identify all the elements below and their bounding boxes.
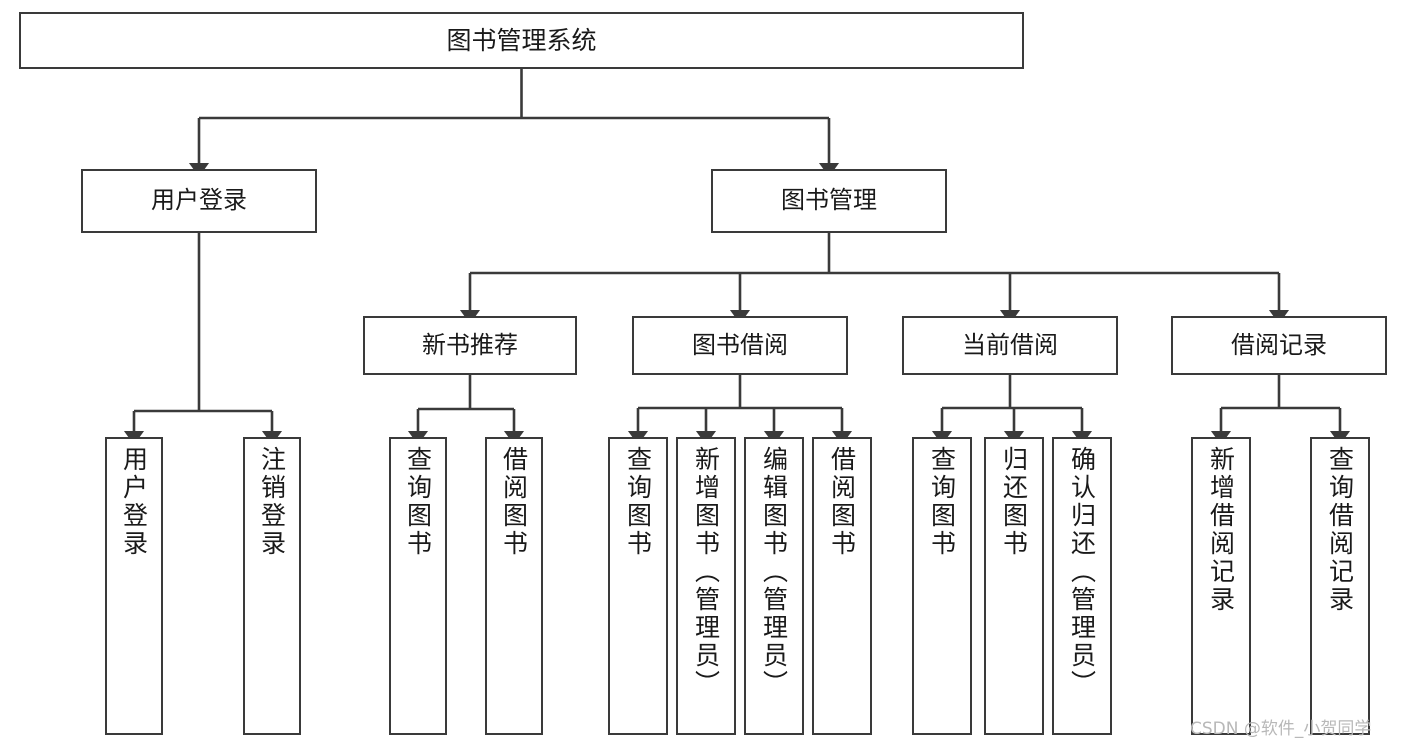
- node-label: 用户登录: [151, 186, 247, 215]
- node-label: 查询图书: [927, 446, 957, 558]
- node-leaf-cur-2[interactable]: 归还图书: [984, 437, 1044, 735]
- node-label: 注销登录: [257, 446, 287, 558]
- node-label: 新书推荐: [422, 330, 518, 359]
- node-leaf-cur-1[interactable]: 查询图书: [912, 437, 972, 735]
- node-leaf-borrow-1[interactable]: 查询图书: [608, 437, 668, 735]
- csdn-watermark: CSDN @软件_小贺同学: [1190, 719, 1372, 739]
- node-root[interactable]: 图书管理系统: [19, 12, 1024, 69]
- node-login[interactable]: 用户登录: [81, 169, 317, 233]
- node-label: 编辑图书（管理员）: [759, 446, 789, 698]
- node-newbook[interactable]: 新书推荐: [363, 316, 577, 375]
- node-leaf-cur-3[interactable]: 确认归还（管理员）: [1052, 437, 1112, 735]
- node-label: 图书管理系统: [446, 26, 597, 55]
- node-label: 当前借阅: [962, 330, 1058, 359]
- node-label: 新增图书（管理员）: [691, 446, 721, 698]
- node-label: 确认归还（管理员）: [1067, 446, 1097, 698]
- node-label: 用户登录: [119, 446, 149, 558]
- node-label: 借阅图书: [827, 446, 857, 558]
- node-leaf-borrow-4[interactable]: 借阅图书: [812, 437, 872, 735]
- node-label: 查询图书: [623, 446, 653, 558]
- node-leaf-borrow-2[interactable]: 新增图书（管理员）: [676, 437, 736, 735]
- node-leaf-rec-2[interactable]: 查询借阅记录: [1310, 437, 1370, 735]
- node-label: 图书管理: [781, 186, 877, 215]
- node-leaf-login-1[interactable]: 用户登录: [105, 437, 163, 735]
- node-leaf-rec-1[interactable]: 新增借阅记录: [1191, 437, 1251, 735]
- node-label: 查询图书: [403, 446, 433, 558]
- node-label: 新增借阅记录: [1206, 446, 1236, 614]
- node-label: 借阅记录: [1231, 330, 1327, 359]
- node-label: 借阅图书: [499, 446, 529, 558]
- node-label: 归还图书: [999, 446, 1029, 558]
- node-leaf-borrow-3[interactable]: 编辑图书（管理员）: [744, 437, 804, 735]
- node-label: 查询借阅记录: [1325, 446, 1355, 614]
- node-records[interactable]: 借阅记录: [1171, 316, 1387, 375]
- node-label: 图书借阅: [692, 330, 788, 359]
- node-current[interactable]: 当前借阅: [902, 316, 1118, 375]
- node-leaf-login-2[interactable]: 注销登录: [243, 437, 301, 735]
- node-bookmgmt[interactable]: 图书管理: [711, 169, 947, 233]
- node-borrow[interactable]: 图书借阅: [632, 316, 848, 375]
- node-leaf-new-2[interactable]: 借阅图书: [485, 437, 543, 735]
- node-leaf-new-1[interactable]: 查询图书: [389, 437, 447, 735]
